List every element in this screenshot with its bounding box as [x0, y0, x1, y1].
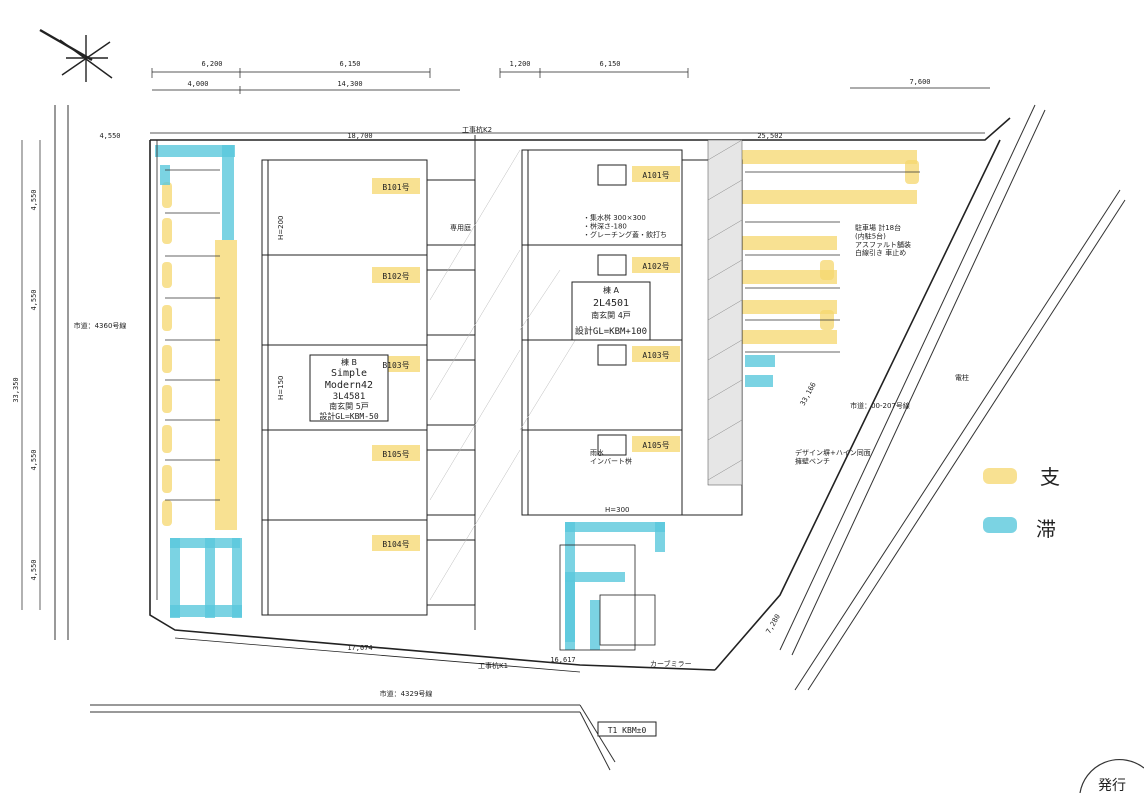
dim-top-edge-left: 18,700: [347, 132, 372, 140]
building-a-type: 2L4501: [593, 298, 629, 309]
dim-left-total: 33,350: [12, 377, 20, 402]
building-b-label-box: 棟 B Simple Modern42 3L4581 南玄関 5戸 設計GL=K…: [309, 354, 389, 422]
unit-a101: A101号: [642, 171, 669, 180]
dim-vert-4: 4,550: [30, 559, 38, 580]
kbm-marker: [597, 721, 657, 737]
building-b-floors: 南玄関 5戸: [329, 401, 369, 411]
unit-b104: B104号: [382, 540, 409, 549]
note-rain-well: 雨水インバート桝: [590, 448, 632, 465]
building-b-gl: 設計GL=KBM-50: [319, 411, 379, 421]
building-a-gl: 設計GL=KBM+100: [575, 325, 647, 337]
building-a-floors: 南玄関 4戸: [591, 310, 631, 320]
dim-slope-right: 7,280: [765, 613, 782, 635]
dim-left-edge: 4,550: [99, 132, 120, 140]
legend-cyan-swatch: [983, 517, 1017, 533]
dimension-lines: [21, 68, 990, 610]
note-yard: 専用庭: [450, 223, 471, 232]
highlight-cyan-bicycle: [155, 145, 775, 650]
dim-diag-right: 33,166: [799, 381, 818, 407]
parking-stalls-right: [745, 171, 920, 353]
note-work-point-2: 工事杭K2: [462, 125, 492, 134]
dim-top-mid2: 6,150: [599, 60, 620, 68]
dim-top-a: 6,150: [339, 60, 360, 68]
legend-yellow-swatch: [983, 468, 1017, 484]
unit-a102: A102号: [642, 262, 669, 271]
building-b-type: 3L4581: [333, 392, 366, 402]
unit-b101: B101号: [382, 183, 409, 192]
note-parking: 駐車場 計18台(内駐5台)アスファルト舗装白線引き 車止め: [855, 223, 911, 257]
building-a-title: 棟 A: [603, 285, 620, 295]
note-utility-pole: 電柱: [955, 373, 969, 382]
note-east-road: 市道：00-207号線: [850, 401, 910, 410]
building-zone-hatch: [429, 149, 601, 601]
building-b-outline: [261, 159, 476, 616]
unit-labels: B101号 B102号 B103号 B105号 B104号 A101号 A102…: [382, 171, 669, 549]
note-south-road: 市道：4329号線: [380, 689, 433, 698]
dim-vert-2: 4,550: [30, 289, 38, 310]
paving-strip: [707, 139, 743, 486]
note-curve-mirror: カーブミラー: [650, 659, 692, 668]
legend: [983, 468, 1017, 533]
building-a-label-box: 棟 A 2L4501 南玄関 4戸 設計GL=KBM+100: [571, 281, 651, 341]
site-notes: 市道：4360号線 市道：4329号線 市道：00-207号線 ・集水桝 300…: [74, 125, 969, 735]
dim-top-right: 7,600: [909, 78, 930, 86]
highlight-yellow-parking: [162, 150, 919, 551]
dim-top-mid: 1,200: [509, 60, 530, 68]
north-arrow-icon: [39, 28, 113, 82]
dim-top-c: 14,300: [337, 80, 362, 88]
note-fence-h200: H=200: [277, 216, 285, 241]
legend-yellow-label: 支: [1040, 465, 1060, 489]
note-manhole: ・集水桝 300×300・桝深さ-180・グレーチング蓋・飲打ち: [583, 213, 667, 239]
unit-b102: B102号: [382, 272, 409, 281]
note-work-point-1: 工事杭K1: [478, 661, 508, 670]
dim-top-left: 6,200: [201, 60, 222, 68]
legend-cyan-label: 滞: [1036, 517, 1056, 541]
unit-b105: B105号: [382, 450, 409, 459]
dim-vert-1: 4,550: [30, 189, 38, 210]
note-fence-h150: H=150: [277, 376, 285, 401]
note-west-road: 市道：4360号線: [74, 321, 127, 330]
building-a-outline: [521, 149, 743, 516]
unit-a105: A105号: [642, 441, 669, 450]
dim-vert-3: 4,550: [30, 449, 38, 470]
building-b-title: 棟 B: [341, 357, 357, 367]
building-b-model: Modern42: [325, 380, 373, 391]
note-fence-h300: H=300: [605, 506, 630, 514]
dim-top-edge-right: 25,502: [757, 132, 782, 140]
note-design-bench: デザイン塀+ハイン同面擁壁ベンチ: [795, 448, 871, 465]
note-kbm: T1 KBM±0: [608, 726, 647, 735]
stamp: [1079, 758, 1144, 793]
dim-bottom-right: 16,617: [550, 656, 575, 664]
dim-top-b: 4,000: [187, 80, 208, 88]
site-boundary: [149, 117, 1011, 673]
bicycle-area: [559, 544, 656, 651]
stamp-label: 発行: [1098, 778, 1126, 793]
road-edges: [54, 104, 1126, 771]
unit-b103: B103号: [382, 361, 409, 370]
dim-bottom-edge: 17,074: [347, 644, 372, 652]
building-b-name: Simple: [331, 368, 367, 379]
unit-a103: A103号: [642, 351, 669, 360]
parking-stalls-left: [165, 169, 220, 501]
